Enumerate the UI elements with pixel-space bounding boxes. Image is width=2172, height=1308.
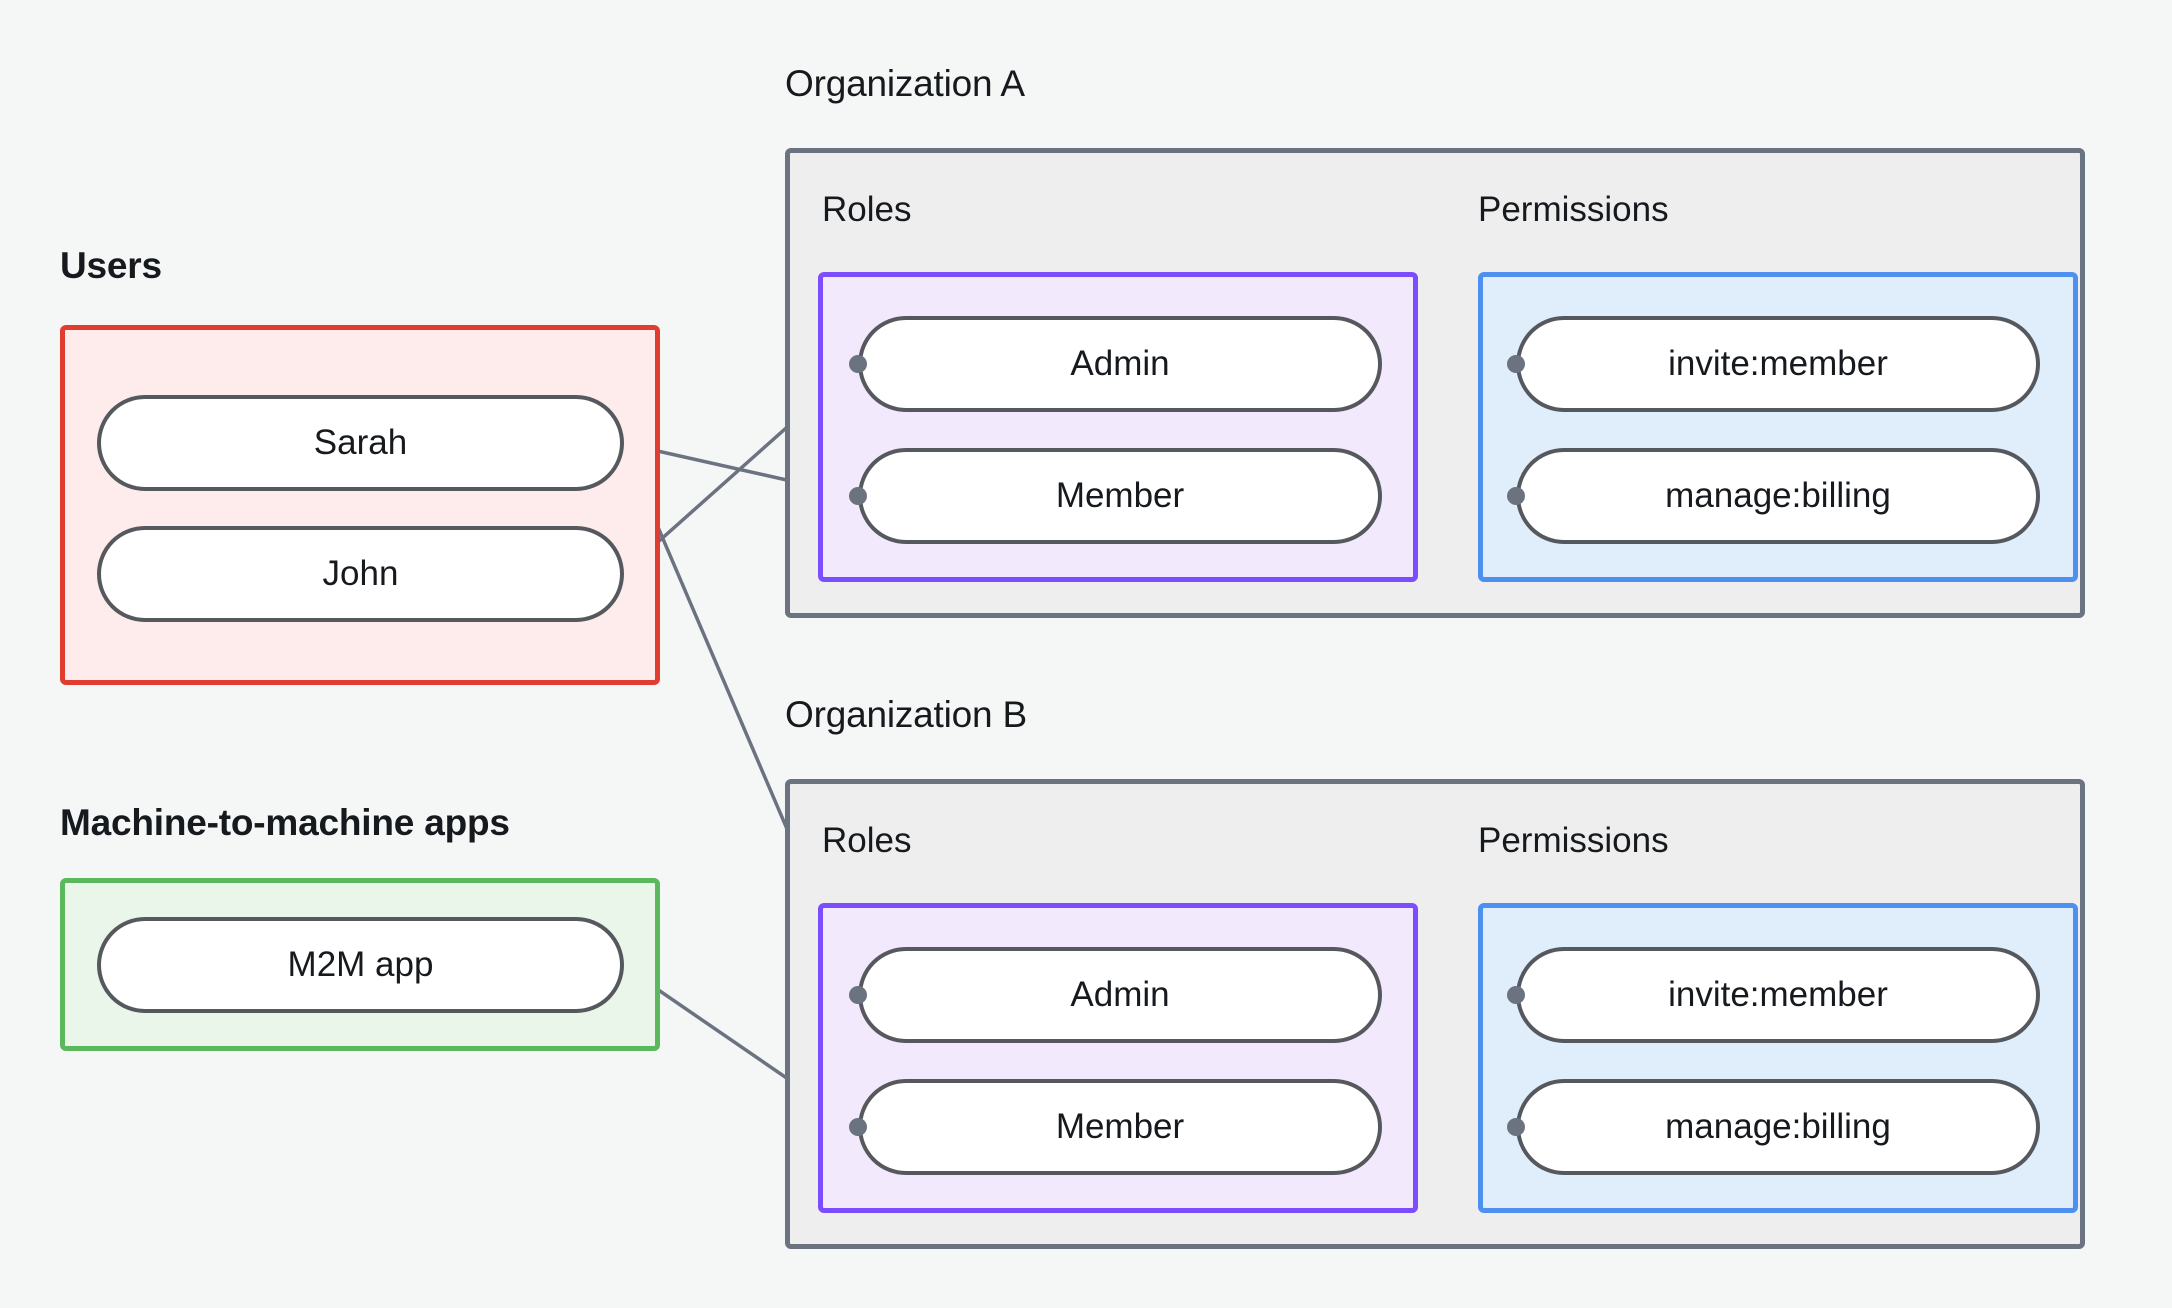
org-b-permission-pill-manage-billing[interactable]: manage:billing [1516,1079,2040,1175]
org-b-member-inlet-dot [849,1118,867,1136]
org-a-member-inlet-dot [849,487,867,505]
org-b-manage-billing-inlet-dot [1507,1118,1525,1136]
org-b-roles-label: Roles [822,821,912,860]
org-a-invite-member-inlet-dot [1507,355,1525,373]
org-b-invite-member-inlet-dot [1507,986,1525,1004]
org-a-permission-pill-manage-billing[interactable]: manage:billing [1516,448,2040,544]
users-container [60,325,660,685]
org-b-permission-pill-invite-member[interactable]: invite:member [1516,947,2040,1043]
m2m-group-title: Machine-to-machine apps [60,802,510,843]
org-b-permissions-label: Permissions [1478,821,1669,860]
org-a-role-pill-member[interactable]: Member [858,448,1382,544]
org-b-title: Organization B [785,694,1027,735]
org-a-admin-inlet-dot [849,355,867,373]
org-b-role-pill-member[interactable]: Member [858,1079,1382,1175]
org-a-title: Organization A [785,63,1025,104]
org-a-permission-pill-invite-member[interactable]: invite:member [1516,316,2040,412]
user-pill-sarah[interactable]: Sarah [97,395,624,491]
org-a-permissions-label: Permissions [1478,190,1669,229]
org-a-manage-billing-inlet-dot [1507,487,1525,505]
org-b-admin-inlet-dot [849,986,867,1004]
users-group-title: Users [60,245,162,286]
org-b-role-pill-admin[interactable]: Admin [858,947,1382,1043]
user-pill-john[interactable]: John [97,526,624,622]
org-a-roles-label: Roles [822,190,912,229]
org-a-role-pill-admin[interactable]: Admin [858,316,1382,412]
m2m-pill-app[interactable]: M2M app [97,917,624,1013]
